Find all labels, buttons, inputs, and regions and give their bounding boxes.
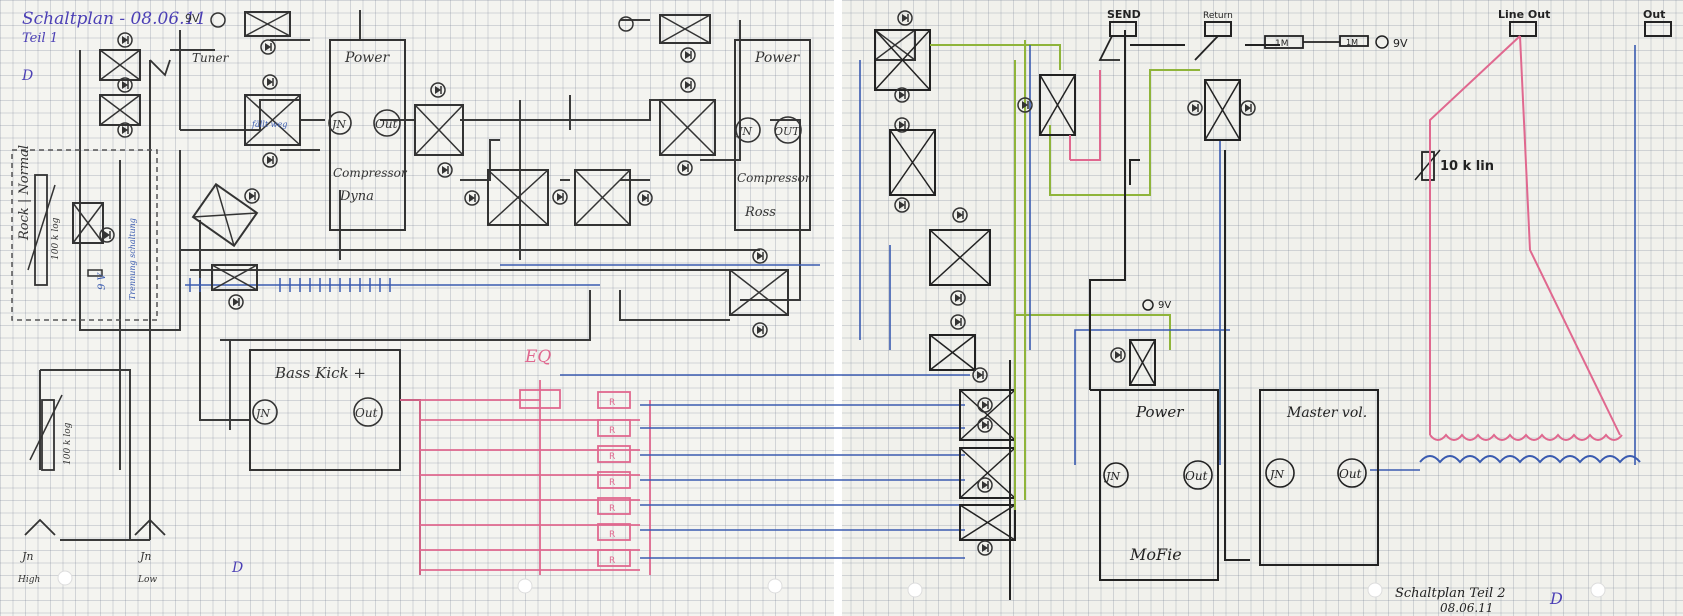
mofie-module: [1099, 389, 1219, 581]
author-signature-top: D: [21, 68, 33, 84]
battery-mid-label: 9V: [1158, 300, 1171, 311]
eq-pot-label-3: R: [609, 452, 615, 462]
resistor-1m-label: 1M: [1275, 39, 1289, 49]
ross-name-line1: Compressor: [737, 171, 812, 185]
author-signature-right: D: [1549, 589, 1563, 608]
ross-power-label: Power: [754, 50, 801, 66]
out-label: Out: [1643, 8, 1665, 21]
eq-label: EQ: [524, 347, 551, 367]
ross-out-label: OUT: [774, 125, 801, 138]
jack-low-label: Jn: [138, 550, 152, 563]
eq-pot-label-5: R: [609, 504, 615, 514]
rock-normal-label: Rock | Normal: [17, 145, 32, 241]
dyna-power-label: Power: [344, 50, 391, 66]
right-relay-column: [874, 10, 1016, 556]
line-out-pot: [1414, 149, 1441, 181]
graph-paper-sheet-part-2: [838, 0, 1683, 616]
schematic-part-label: Teil 1: [22, 31, 58, 46]
ross-name-line2: Ross: [744, 205, 776, 220]
loop-relays: [1017, 70, 1256, 386]
dyna-in-label: JN: [330, 118, 346, 131]
eq-pot-label-2: R: [609, 426, 615, 436]
author-signature-left: D: [231, 560, 243, 576]
rock-pot-label: 100 k log: [51, 217, 61, 260]
dyna-bypass-relays: [244, 11, 301, 168]
jack-high-label: Jn: [20, 550, 34, 563]
battery-top-icon: [210, 12, 226, 28]
jack-high-sub: High: [17, 575, 40, 585]
eq-pot-label-4: R: [609, 478, 615, 488]
eq-pot-label-7: R: [609, 556, 615, 566]
master-out-label: Out: [1339, 467, 1362, 481]
mofie-in-label: JN: [1104, 470, 1120, 483]
send-return-jacks: [1098, 21, 1672, 61]
mofie-power-label: Power: [1135, 403, 1184, 421]
return-label: Return: [1203, 11, 1233, 21]
tuner-label: Tuner: [192, 51, 230, 65]
output-blue-wave: [1419, 455, 1641, 464]
center-relays: [414, 82, 653, 226]
bass-kick-module: [249, 349, 401, 471]
line-out-wiring: [1429, 35, 1623, 441]
left-sheet-blue-cable: [185, 264, 820, 292]
rock-note-label: Trennung schaltung: [128, 218, 137, 300]
input-volume-pot: [24, 394, 166, 536]
tuner-relay: [191, 182, 259, 248]
eq-to-relay-cables: [560, 374, 970, 559]
battery-top-label: 9V: [185, 12, 200, 25]
eq-pot-label-1: R: [609, 398, 615, 408]
rock-normal-switch-group: [11, 149, 158, 321]
dyna-out-label: Out: [375, 117, 398, 131]
bass-kick-in-label: JN: [254, 407, 270, 420]
dyna-relay-note: fällt weg: [251, 120, 287, 129]
master-in-label: JN: [1268, 468, 1284, 481]
eq-resistor-labels: R R R R R R R: [609, 398, 615, 566]
bass-kick-bypass-relay: [211, 248, 789, 338]
ross-compressor: [734, 39, 811, 231]
ross-relays: [618, 14, 716, 176]
master-title: Master vol.: [1286, 405, 1367, 421]
right-black-wiring: [1009, 30, 1280, 600]
footer-date: 08.06.11: [1440, 601, 1493, 615]
eq-section: [400, 380, 651, 575]
schematic-title: Schaltplan - 08.06.11: [22, 9, 206, 29]
bass-kick-title: Bass Kick +: [274, 364, 366, 382]
send-label: SEND: [1107, 8, 1141, 21]
input-pot-label: 100 k log: [63, 422, 73, 465]
input-relay-pair: [99, 32, 171, 138]
mofie-name: MoFie: [1129, 545, 1182, 564]
master-volume-module: [1259, 389, 1379, 566]
rock-battery-label: 9 V: [97, 271, 108, 290]
pot-10k-label: 10 k lin: [1440, 159, 1494, 174]
dyna-compressor: [328, 39, 406, 231]
punch-holes: [57, 570, 1606, 598]
ross-in-label: JN: [736, 125, 752, 138]
mofie-out-label: Out: [1185, 469, 1208, 483]
line-out-label: Line Out: [1498, 8, 1550, 21]
jack-low-sub: Low: [137, 575, 157, 585]
eq-pot-label-6: R: [609, 530, 615, 540]
battery-right-label: 9V: [1393, 37, 1408, 50]
bias-resistors: [1264, 35, 1389, 49]
footer-title: Schaltplan Teil 2: [1395, 586, 1506, 601]
dyna-name-line2: Dyna: [339, 189, 374, 204]
resistor-2-label: 1M: [1346, 38, 1358, 47]
bass-kick-out-label: Out: [355, 406, 378, 420]
dyna-name-line1: Compressor: [333, 166, 408, 180]
sheet-separator: [834, 0, 842, 616]
green-signal-wires: [930, 40, 1221, 510]
